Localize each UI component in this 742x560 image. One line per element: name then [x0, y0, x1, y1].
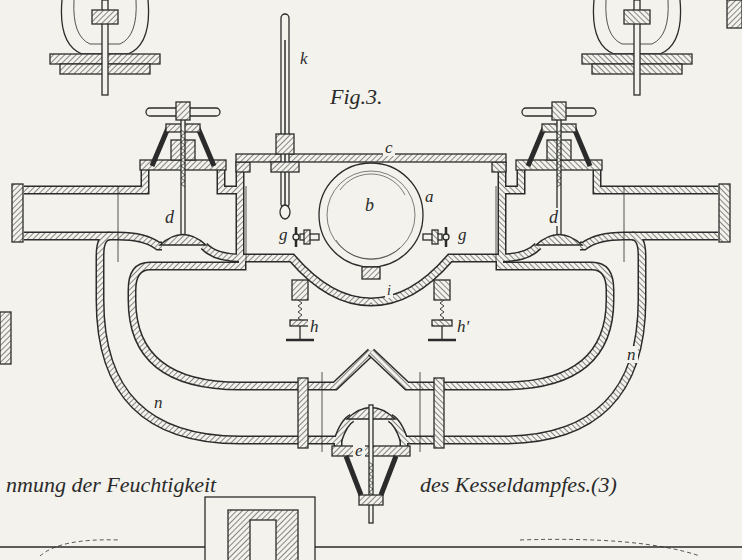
part-letter: n [625, 346, 638, 363]
figure-title: Fig.3. [328, 86, 385, 108]
part-letter: g [277, 226, 290, 243]
caption-text: des Kesseldampfes.(3) [418, 474, 619, 496]
part-letter: d [547, 208, 560, 226]
part-letter: n [152, 394, 165, 411]
part-letter: a [423, 188, 436, 205]
part-letter: e [353, 442, 365, 459]
part-letter: i [385, 284, 393, 298]
part-letter: b [363, 196, 376, 214]
part-letter: g [456, 226, 469, 243]
part-letter: d [163, 208, 176, 226]
caption-text: nmung der Feuchtigkeit [4, 474, 218, 496]
part-letter: h [308, 318, 321, 335]
part-letter: c [383, 139, 395, 156]
part-letter: k [298, 50, 310, 67]
part-letter: h' [455, 318, 471, 335]
